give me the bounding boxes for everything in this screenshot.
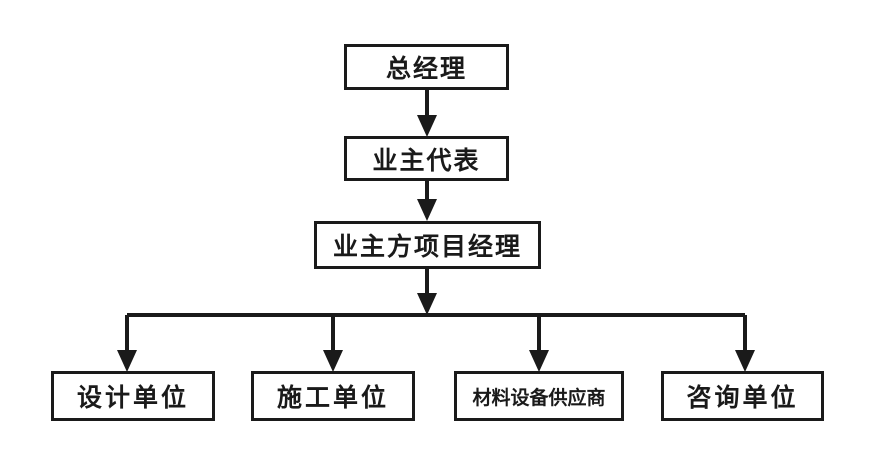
node-design-unit-label: 设计单位 xyxy=(76,383,189,412)
arrowhead-rep-to-pm xyxy=(417,199,437,221)
node-design-unit: 设计单位 xyxy=(51,371,215,421)
node-owner-representative: 业主代表 xyxy=(344,136,509,181)
node-consulting-unit-label: 咨询单位 xyxy=(686,383,799,412)
node-owner-project-manager-label: 业主方项目经理 xyxy=(332,232,522,261)
arrowhead-supplier xyxy=(529,350,549,372)
arrowhead-gm-to-rep xyxy=(417,115,437,137)
node-construction-unit: 施工单位 xyxy=(251,371,415,421)
node-supplier-unit-label: 材料设备供应商 xyxy=(472,386,606,409)
node-supplier-unit: 材料设备供应商 xyxy=(454,371,624,421)
arrowhead-pm-to-bus xyxy=(417,293,437,315)
arrowhead-consulting xyxy=(735,350,755,372)
node-general-manager: 总经理 xyxy=(344,44,509,90)
node-general-manager-label: 总经理 xyxy=(385,54,467,83)
node-construction-unit-label: 施工单位 xyxy=(276,383,389,412)
arrowhead-design xyxy=(117,350,137,372)
node-owner-project-manager: 业主方项目经理 xyxy=(314,221,541,269)
arrowhead-construction xyxy=(323,350,343,372)
node-owner-representative-label: 业主代表 xyxy=(372,145,481,175)
node-consulting-unit: 咨询单位 xyxy=(661,371,824,421)
